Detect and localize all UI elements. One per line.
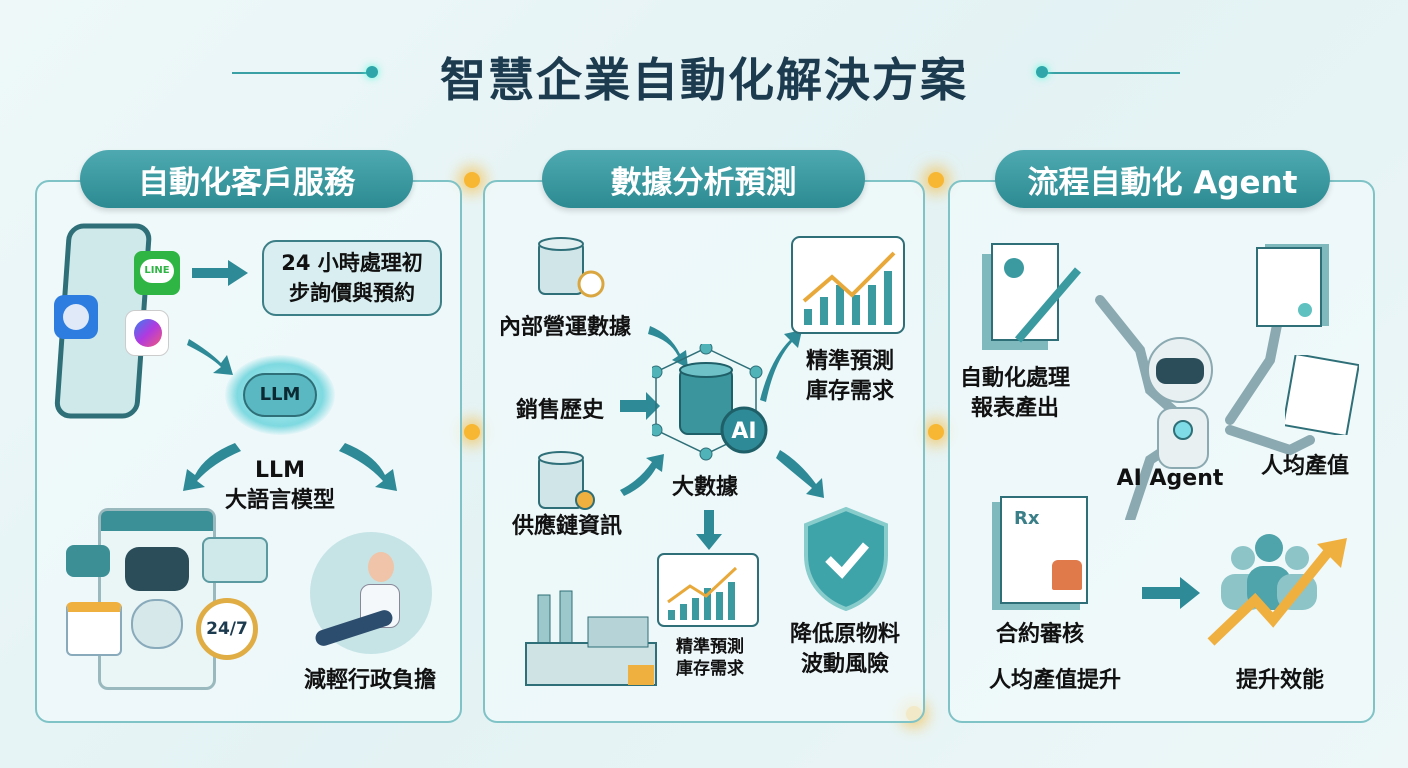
section-header-data-analysis: 數據分析預測 (542, 150, 865, 208)
report-label: 自動化處理 報表產出 (955, 364, 1075, 424)
line-logo-text: LINE (140, 259, 174, 283)
chatbot-screen-icon (98, 508, 216, 690)
arrow-right-icon (1142, 577, 1200, 609)
stamp-icon (1052, 560, 1082, 590)
input-supply-chain: 供應鏈資訊 (511, 514, 622, 539)
bubble-line-1: 24 小時處理初 (281, 251, 423, 275)
report-document-icon (982, 243, 1082, 350)
llm-brain-icon: LLM (225, 355, 335, 435)
productivity-increase-label: 人均產值提升 (988, 668, 1121, 693)
messenger-icon (54, 295, 98, 339)
chat-bubble-icon (66, 545, 110, 577)
input-sales-history: 銷售歷史 (515, 398, 604, 423)
output-bottom-line-1: 精準預測 (676, 637, 744, 657)
big-data-network-icon: AI (652, 344, 768, 461)
branch-arrows-icon (183, 443, 397, 491)
title-divider-right (1040, 72, 1180, 74)
llm-label-line-1: LLM (255, 458, 305, 483)
message-bubble-icon (202, 537, 268, 583)
team-growth-icon (1207, 534, 1347, 646)
flow-arrows-icon (620, 326, 824, 550)
report-label-line-2: 報表產出 (970, 396, 1059, 421)
title-dot-right (1036, 66, 1048, 78)
output-top-line-1: 精準預測 (805, 349, 894, 374)
big-data-label: 大數據 (671, 475, 738, 500)
database-magnifier-icon (538, 237, 605, 298)
list-document-icon (1285, 355, 1359, 435)
report-label-line-1: 自動化處理 (959, 366, 1070, 391)
productivity-label: 人均產值 (1260, 454, 1349, 479)
shield-check-icon (804, 506, 888, 611)
rx-mark: Rx (1014, 508, 1040, 529)
forecast-chart-bubble-icon (657, 553, 759, 627)
title-dot-left (366, 66, 378, 78)
factory-icon (525, 590, 657, 686)
output-bottom-line-2: 庫存需求 (676, 659, 744, 679)
title-divider-left (232, 72, 372, 74)
llm-badge: LLM (243, 373, 317, 417)
ai-agent-label: AI Agent (1116, 466, 1224, 491)
contract-review-label: 合約審核 (995, 622, 1084, 647)
llm-label: LLM 大語言模型 (200, 456, 360, 516)
output-right-line-1: 降低原物料 (789, 622, 900, 647)
output-forecast-bottom: 精準預測 庫存需求 (660, 636, 760, 680)
section-header-process-agent: 流程自動化 Agent (995, 150, 1330, 208)
input-internal-ops: 內部營運數據 (498, 315, 631, 340)
output-right-line-2: 波動風險 (800, 652, 889, 677)
output-top-line-2: 庫存需求 (805, 379, 894, 404)
arrow-right-icon (192, 260, 248, 286)
contract-document-icon: Rx (1000, 496, 1088, 604)
output-forecast-top: 精準預測 庫存需求 (785, 347, 915, 407)
bubble-line-2: 步詢價與預約 (289, 281, 415, 305)
speech-bubble: 24 小時處理初 步詢價與預約 (262, 240, 442, 316)
glow-dot (464, 172, 480, 188)
arrow-down-right-icon (187, 339, 233, 375)
ai-badge: AI (731, 419, 756, 444)
messenger-gradient-icon (125, 310, 169, 356)
result-reduce-admin: 減輕行政負擔 (303, 668, 436, 693)
glow-dot (928, 172, 944, 188)
output-reduce-risk: 降低原物料 波動風險 (780, 620, 910, 680)
llm-label-line-2: 大語言模型 (224, 488, 335, 513)
relaxed-person-icon (310, 532, 432, 654)
efficiency-label: 提升效能 (1235, 668, 1324, 693)
growth-chart-icon (791, 236, 905, 334)
calendar-icon (66, 602, 122, 656)
line-app-icon: LINE (134, 251, 180, 295)
approved-document-icon (1256, 244, 1329, 327)
glow-dot (928, 424, 944, 440)
section-header-customer-service: 自動化客戶服務 (80, 150, 413, 208)
glow-dot (464, 424, 480, 440)
clock-24-7-icon: 24/7 (196, 598, 258, 660)
database-search-icon (538, 451, 595, 510)
page-title: 智慧企業自動化解決方案 (440, 53, 968, 107)
